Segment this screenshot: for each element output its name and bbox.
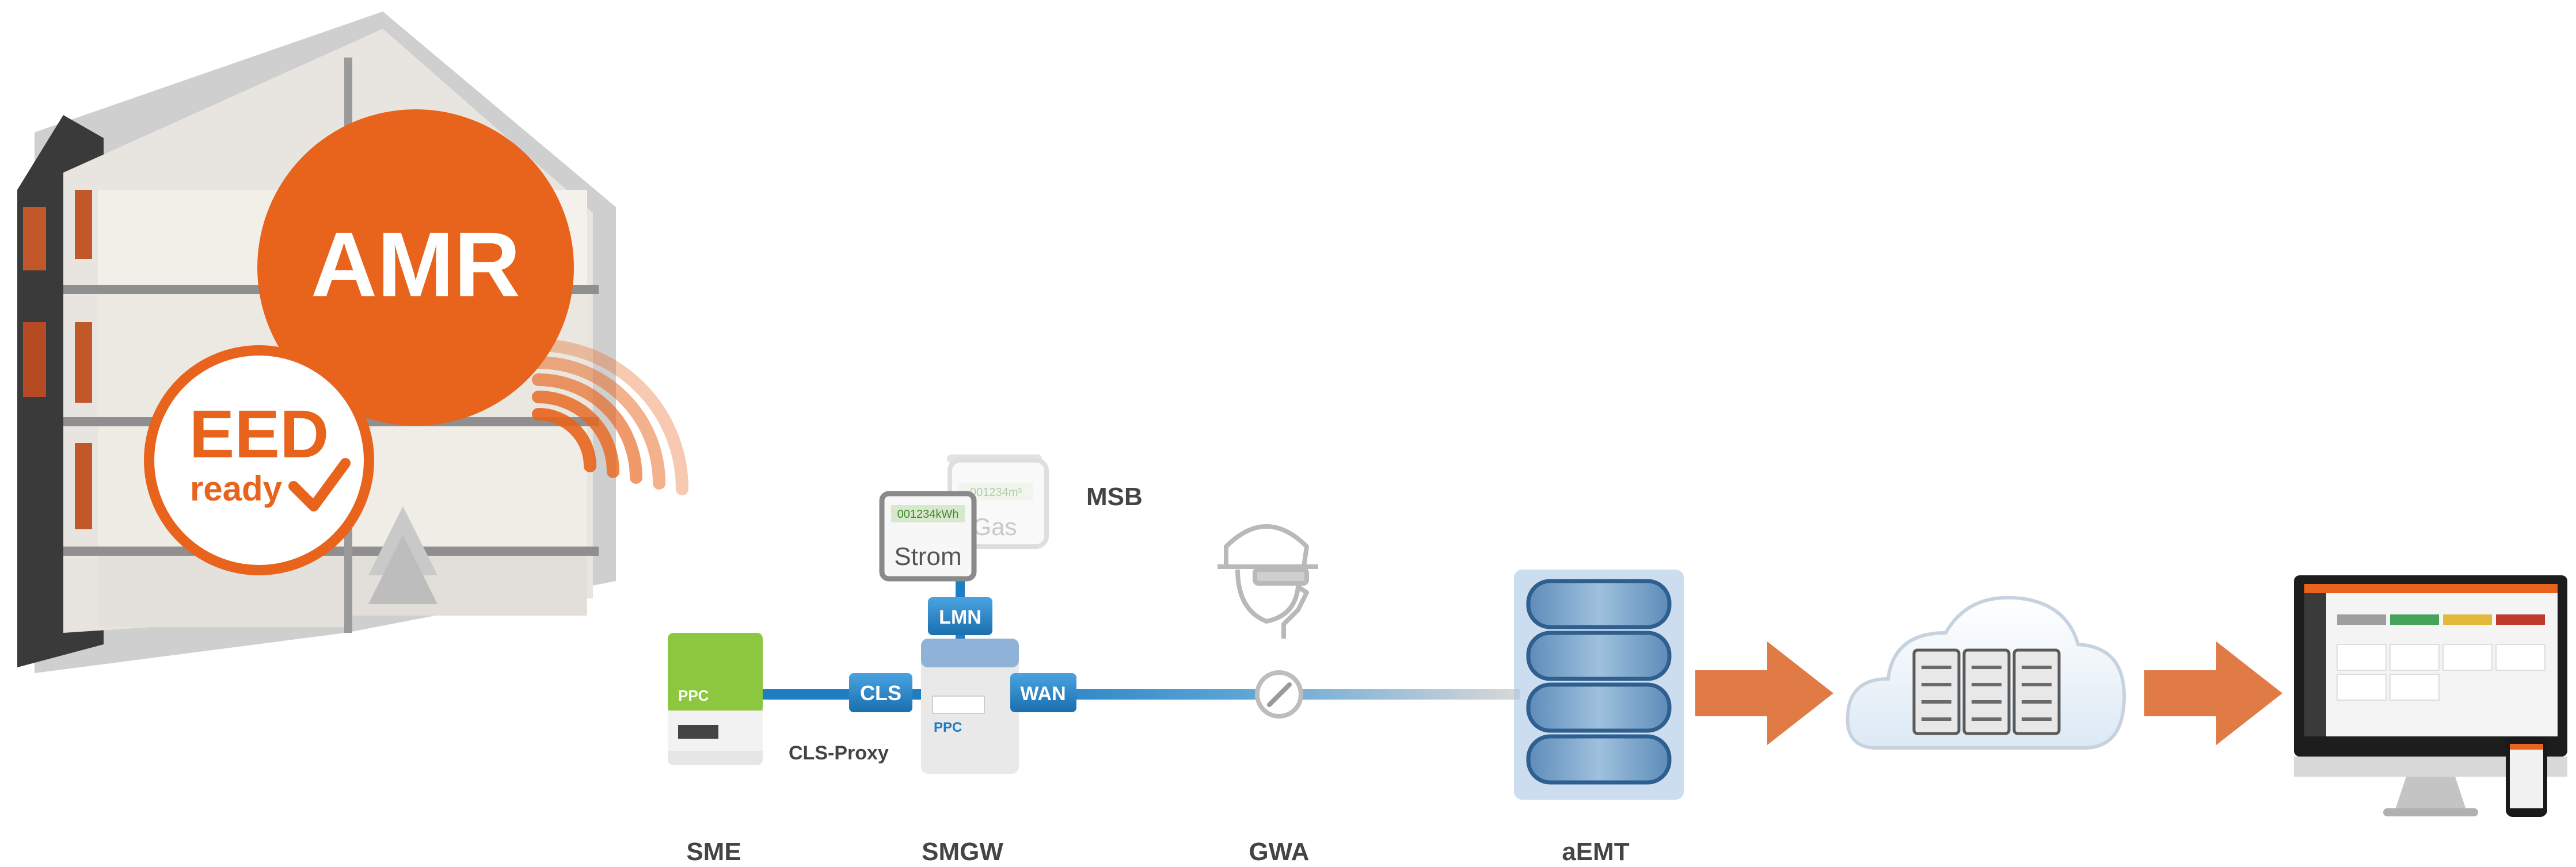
strom-meter-label: Strom	[894, 543, 961, 571]
sme-label: SME	[686, 838, 741, 866]
strom-meter-reading: 001234kWh	[897, 508, 959, 521]
eed-badge-title: EED	[189, 396, 329, 472]
checkmark-icon	[288, 458, 351, 511]
cls-connector: CLS	[849, 673, 912, 712]
msb-label: MSB	[1086, 483, 1143, 511]
radio-waves-icon	[532, 339, 688, 495]
sme-device: PPC	[668, 633, 763, 765]
gas-meter-reading: 001234m³	[970, 486, 1022, 499]
lmn-connector-label: LMN	[939, 606, 981, 628]
strom-meter: 001234kWh Strom	[879, 491, 977, 582]
cls-proxy-label: CLS-Proxy	[789, 742, 889, 764]
sme-device-brand: PPC	[678, 687, 709, 704]
arrow-to-cloud-icon	[1695, 641, 1833, 745]
gwa-label: GWA	[1249, 838, 1309, 866]
lmn-connector: LMN	[928, 597, 992, 635]
wrench-icon	[1255, 670, 1303, 719]
amr-badge-text: AMR	[311, 213, 520, 316]
cls-connector-label: CLS	[860, 681, 901, 705]
technician-icon	[1217, 524, 1318, 639]
arrow-to-dashboard-icon	[2144, 641, 2282, 745]
eed-badge-subtitle: ready	[190, 469, 283, 508]
smgw-device: PPC	[921, 639, 1019, 774]
gas-meter-label: Gas	[972, 513, 1017, 540]
amr-badge: AMR	[257, 109, 574, 426]
eed-ready-badge: EED ready	[144, 345, 374, 575]
aemt-database-icon	[1514, 570, 1684, 800]
wan-connector-label: WAN	[1020, 683, 1066, 705]
smgw-label: SMGW	[922, 838, 1003, 866]
smgw-device-brand: PPC	[934, 720, 962, 735]
aemt-label: aEMT	[1562, 838, 1629, 866]
cloud-servers-icon	[1846, 595, 2126, 750]
wan-connector: WAN	[1010, 673, 1076, 712]
dashboard-monitor-icon	[2294, 575, 2567, 817]
